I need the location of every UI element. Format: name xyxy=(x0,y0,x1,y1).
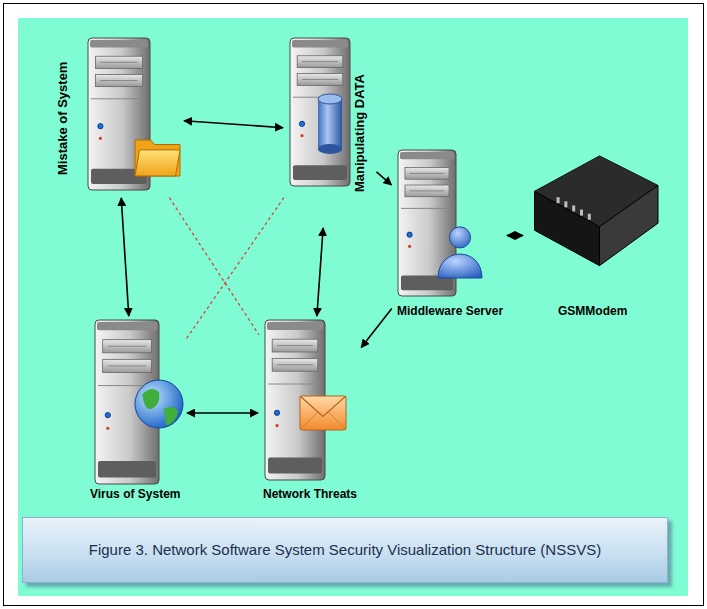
server-illustration xyxy=(85,318,185,508)
person-symbol xyxy=(438,227,482,278)
server-icon xyxy=(95,320,159,484)
globe-symbol xyxy=(135,380,183,428)
arrow-connector xyxy=(187,412,258,414)
envelope-symbol xyxy=(300,396,346,430)
arrow-connector xyxy=(184,121,283,128)
server-illustration xyxy=(393,148,503,323)
server-node: Virus of System xyxy=(85,318,185,508)
caption-box: Figure 3. Network Software System Securi… xyxy=(22,517,668,583)
arrow-connector xyxy=(377,172,392,185)
node-label: Middleware Server xyxy=(397,305,503,319)
server-illustration xyxy=(260,318,360,508)
node-label: GSMModem xyxy=(558,305,627,319)
modem-node: GSMModem xyxy=(525,148,660,323)
modem-icon xyxy=(535,141,659,265)
arrow-connector xyxy=(121,198,129,316)
dashed-link xyxy=(186,198,284,339)
server-node: Manipulating DATA xyxy=(285,36,375,226)
server-node: Mistake of System xyxy=(50,36,182,196)
server-node: Middleware Server xyxy=(393,148,505,323)
arrow-connector xyxy=(361,309,392,348)
server-icon xyxy=(290,38,350,186)
arrow-connector xyxy=(317,228,323,316)
folder-symbol xyxy=(135,140,180,176)
server-node: Network Threats xyxy=(260,318,360,508)
modem-illustration xyxy=(525,148,660,323)
node-label: Virus of System xyxy=(90,488,180,502)
node-label: Network Threats xyxy=(263,488,357,502)
figure-caption: Figure 3. Network Software System Securi… xyxy=(59,540,631,560)
node-label: Manipulating DATA xyxy=(353,74,368,192)
dashed-link xyxy=(169,198,259,335)
outer-frame xyxy=(4,4,704,606)
node-label: Mistake of System xyxy=(56,61,71,174)
green-panel xyxy=(18,18,688,596)
arrow-connector xyxy=(507,235,523,237)
cylinder-symbol xyxy=(318,94,342,154)
